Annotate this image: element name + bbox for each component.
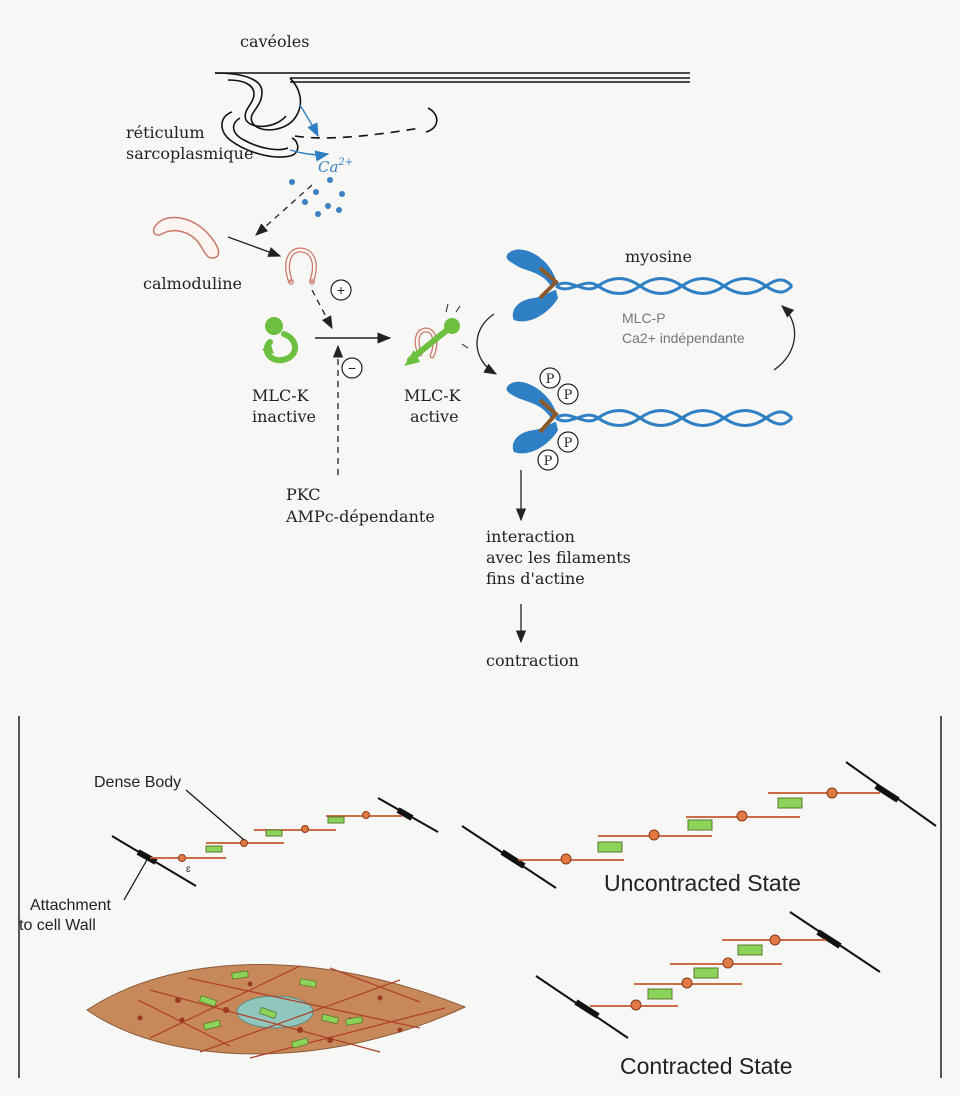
calcium-release-arrow-2: [289, 149, 330, 162]
small-mark: ɛ: [186, 864, 191, 875]
bottom-panel: ɛ Dense Body Attachment to cell Wall: [18, 716, 942, 1079]
reticulum-label-line1: réticulum: [126, 123, 205, 142]
interaction-label-line3: fins d'actine: [486, 569, 585, 588]
caveoles-label: cavéoles: [240, 32, 309, 51]
myosin-tail-top: [555, 277, 794, 295]
inhibition-minus-circle: [341, 357, 363, 379]
filament-schematic-small: ɛ: [111, 797, 439, 887]
pkc-label-line2: AMPc-dépendante: [285, 507, 435, 526]
cell-membrane: [214, 72, 690, 158]
interaction-label-line1: interaction: [486, 527, 575, 546]
phosphate-circle-1: [539, 367, 561, 389]
attachment-pointer: [123, 857, 149, 901]
reticulum-label-line2: sarcoplasmique: [126, 144, 253, 163]
calmodulin-molecule: [152, 216, 220, 259]
phosphate-circle-2: [557, 383, 579, 405]
myosin-head-upper-bottom: [506, 381, 556, 420]
top-panel: cavéoles réticulum sarcoplasmique Ca2+ c…: [126, 32, 796, 670]
attachment-label-line2: to cell Wall: [19, 917, 96, 934]
calcium-ions: [289, 177, 345, 217]
myosin-phosphorylated: [506, 381, 794, 454]
mlck-active-label-line2: active: [410, 407, 459, 426]
calcium-label-sup: 2+: [337, 157, 353, 168]
myosine-label: myosine: [625, 247, 692, 266]
dephosphorylation-cycle-arrow: [773, 305, 796, 371]
pkc-label-line1: PKC: [286, 485, 321, 504]
mlck-inactive-molecule: [262, 317, 298, 364]
mlck-active-molecule: [404, 303, 469, 366]
mlck-inactive-label-line1: MLC-K: [252, 386, 310, 405]
phosphate-label-3: P: [564, 436, 573, 451]
mlcp-label-line2: Ca2+ indépendante: [622, 330, 745, 346]
calmodulin-binding-arrow: [227, 236, 282, 257]
uncontracted-filaments: [461, 761, 937, 889]
phosphate-label-1: P: [546, 372, 555, 387]
uncontracted-state-label: Uncontracted State: [604, 870, 801, 896]
calcium-release-arrow-1: [299, 104, 319, 138]
contraction-label: contraction: [486, 651, 579, 670]
phosphate-label-4: P: [544, 454, 553, 469]
phosphorylation-cycle-arrow: [476, 313, 498, 375]
phosphate-groups: P P P P: [537, 367, 579, 471]
phosphate-circle-3: [557, 431, 579, 453]
myosin-tail-bottom: [555, 409, 794, 427]
contracted-state-label: Contracted State: [620, 1053, 793, 1079]
phosphate-circle-4: [537, 449, 559, 471]
calcium-label: Ca2+: [318, 157, 353, 176]
calcium-label-base: Ca: [318, 158, 338, 176]
attachment-label-line1: Attachment: [30, 897, 111, 914]
smooth-muscle-cell: [86, 963, 467, 1059]
calmoduline-label: calmoduline: [143, 274, 242, 293]
mlck-active-label-line1: MLC-K: [404, 386, 462, 405]
mlck-inactive-label-line2: inactive: [252, 407, 316, 426]
interaction-label-line2: avec les filaments: [486, 548, 631, 567]
complex-to-reaction-arrow: [311, 289, 333, 330]
phosphate-label-2: P: [564, 388, 573, 403]
myosin-head-lower-bottom: [512, 422, 558, 454]
activation-plus-circle: [330, 279, 352, 301]
mlcp-label-line1: MLC-P: [622, 310, 666, 326]
myosin-dephosphorylated: [506, 249, 794, 322]
dense-body-pointer: [185, 789, 245, 841]
activation-plus-sign: +: [337, 282, 345, 298]
myosin-head-lower-top: [512, 290, 558, 322]
myosin-head-upper-top: [506, 249, 556, 288]
calcium-to-calmodulin-arrow: [255, 184, 313, 236]
dense-body-label: Dense Body: [94, 774, 181, 791]
inhibition-minus-sign: −: [348, 360, 356, 376]
contracted-filaments: [535, 911, 881, 1039]
